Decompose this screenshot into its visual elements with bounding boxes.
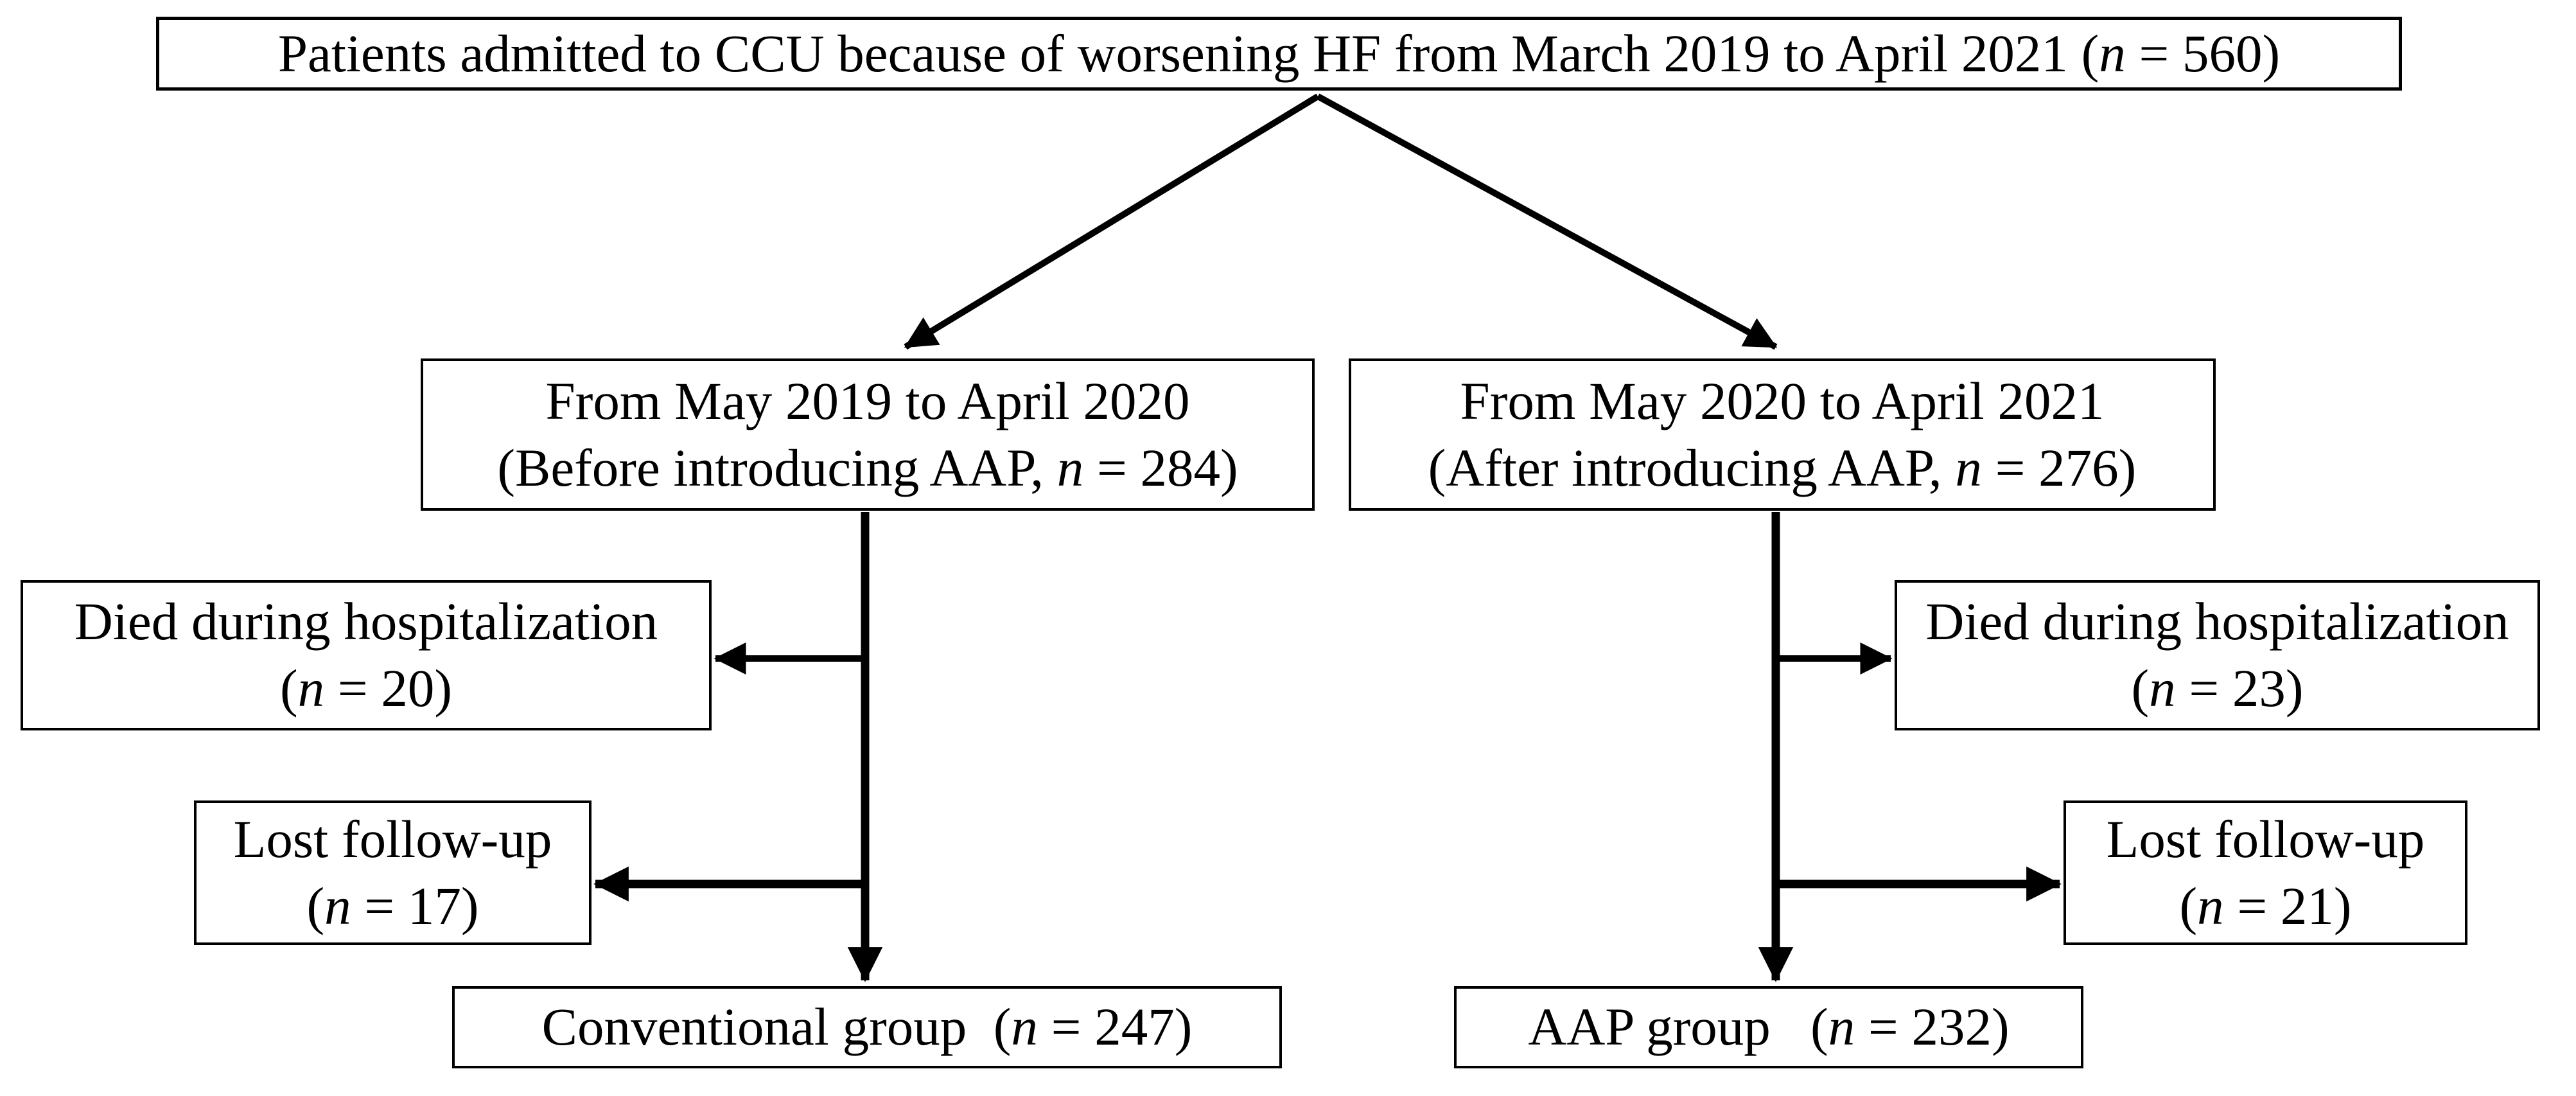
paren-open: ( bbox=[306, 876, 325, 935]
aap-group-label: AAP group (n = 232) bbox=[1528, 994, 2009, 1061]
lost-after-line2: (n = 21) bbox=[2179, 873, 2351, 940]
after-aap-period-line2: (After introducing AAP, n = 276) bbox=[1428, 435, 2137, 502]
lost-before-line2: (n = 17) bbox=[306, 873, 478, 940]
n-symbol: n bbox=[2197, 876, 2224, 935]
box-died-after: Died during hospitalization (n = 23) bbox=[1895, 580, 2540, 730]
n-symbol: n bbox=[2149, 658, 2176, 718]
after-aap-text: (After introducing AAP, bbox=[1428, 438, 1956, 497]
n-symbol: n bbox=[324, 876, 351, 935]
lost-after-count: = 21) bbox=[2223, 876, 2352, 935]
before-aap-count: = 284) bbox=[1083, 438, 1238, 497]
before-aap-text: (Before introducing AAP, bbox=[497, 438, 1057, 497]
died-after-line1: Died during hospitalization bbox=[1925, 592, 2509, 651]
admitted-total-label: Patients admitted to CCU because of wors… bbox=[278, 21, 2280, 87]
arrow-split-right bbox=[1316, 93, 1778, 350]
box-aap-group: AAP group (n = 232) bbox=[1454, 986, 2083, 1068]
box-lost-before: Lost follow-up (n = 17) bbox=[194, 800, 591, 945]
n-symbol: n bbox=[1056, 438, 1084, 497]
lost-before-line1: Lost follow-up bbox=[233, 809, 552, 869]
died-before-count: = 20) bbox=[324, 658, 453, 718]
lost-after-line1: Lost follow-up bbox=[2106, 809, 2425, 869]
box-after-aap-period: From May 2020 to April 2021 (After intro… bbox=[1349, 358, 2216, 511]
died-before-line2: (n = 20) bbox=[280, 655, 452, 722]
box-before-aap-period: From May 2019 to April 2020 (Before intr… bbox=[421, 358, 1315, 511]
conventional-group-text: Conventional group ( bbox=[541, 997, 1012, 1057]
n-symbol: n bbox=[1955, 438, 1982, 497]
n-symbol: n bbox=[1828, 997, 1855, 1057]
after-aap-period-line1: From May 2020 to April 2021 bbox=[1460, 371, 2105, 430]
conventional-group-label: Conventional group (n = 247) bbox=[542, 994, 1193, 1061]
box-conventional-group: Conventional group (n = 247) bbox=[452, 986, 1282, 1068]
n-symbol: n bbox=[1011, 997, 1038, 1057]
after-aap-count: = 276) bbox=[1981, 438, 2137, 497]
died-before-line1: Died during hospitalization bbox=[74, 592, 658, 651]
aap-group-text: AAP group ( bbox=[1528, 997, 1828, 1057]
died-after-count: = 23) bbox=[2175, 658, 2304, 718]
aap-group-count: = 232) bbox=[1855, 997, 2010, 1057]
box-died-before: Died during hospitalization (n = 20) bbox=[21, 580, 712, 730]
paren-open: ( bbox=[2131, 658, 2150, 718]
lost-before-count: = 17) bbox=[351, 876, 479, 935]
conventional-group-count: = 247) bbox=[1037, 997, 1193, 1057]
before-aap-period-line1: From May 2019 to April 2020 bbox=[545, 371, 1190, 430]
admitted-total-count: = 560) bbox=[2125, 23, 2281, 83]
box-admitted-total: Patients admitted to CCU because of wors… bbox=[156, 17, 2402, 91]
n-symbol: n bbox=[2099, 23, 2126, 83]
paren-open: ( bbox=[279, 658, 298, 718]
paren-open: ( bbox=[2179, 876, 2198, 935]
before-aap-period-line2: (Before introducing AAP, n = 284) bbox=[497, 435, 1238, 502]
admitted-total-text: Patients admitted to CCU because of wors… bbox=[277, 23, 2099, 83]
n-symbol: n bbox=[297, 658, 325, 718]
arrow-split-left bbox=[904, 93, 1320, 350]
died-after-line2: (n = 23) bbox=[2131, 655, 2303, 722]
box-lost-after: Lost follow-up (n = 21) bbox=[2063, 800, 2467, 945]
